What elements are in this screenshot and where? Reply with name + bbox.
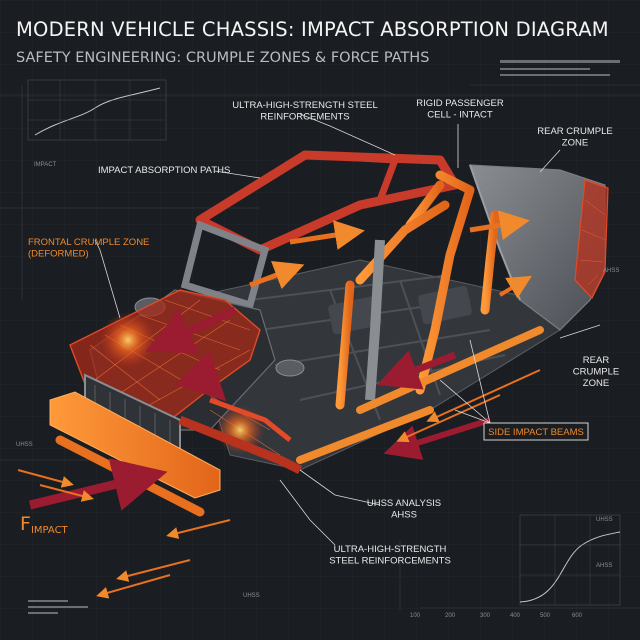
svg-text:AHSS: AHSS — [596, 563, 612, 569]
force-subscript: IMPACT — [30, 525, 68, 536]
label-line: ULTRA-HIGH-STRENGTH — [334, 544, 447, 555]
label-line: REAR CRUMPLE — [537, 126, 613, 137]
front-bumper-beam — [49, 391, 221, 499]
label-line: IMPACT ABSORPTION PATHS — [98, 165, 230, 176]
label-line: FRONTAL CRUMPLE ZONE — [28, 237, 149, 248]
side-impact-beams-box — [483, 422, 589, 441]
label-line: ULTRA-HIGH-STRENGTH STEEL — [232, 100, 378, 111]
leader-lines — [94, 113, 601, 546]
label-line: (DEFORMED) — [28, 249, 89, 260]
scale-bar — [500, 60, 620, 76]
label-line: UHSS ANALYSIS — [367, 498, 441, 509]
force-arrows — [17, 210, 541, 599]
windshield-frame — [180, 220, 270, 310]
label-line: RIGID PASSENGER — [416, 98, 504, 109]
label-line: CELL - INTACT — [427, 110, 493, 121]
label-line: REINFORCEMENTS — [260, 112, 349, 123]
label-frontal-crumple: FRONTAL CRUMPLE ZONE(DEFORMED) — [28, 237, 149, 260]
mini-chart-bottom-right — [519, 514, 621, 606]
page-subtitle: SAFETY ENGINEERING: CRUMPLE ZONES & FORC… — [16, 50, 430, 66]
svg-text:IMPACT: IMPACT — [34, 162, 57, 168]
svg-text:UHSS: UHSS — [16, 442, 33, 448]
svg-text:300: 300 — [480, 613, 491, 619]
label-line: AHSS — [391, 510, 417, 521]
force-impact-label: FIMPACT — [20, 513, 68, 536]
svg-text:UHSS: UHSS — [243, 593, 260, 599]
label-line: ZONE — [562, 138, 588, 149]
background-text: IMPACT UHSS AHSS UHSS AHSS UHSS 100 200 … — [16, 162, 619, 619]
label-absorption-paths: IMPACT ABSORPTION PATHS — [98, 165, 230, 176]
svg-text:500: 500 — [540, 613, 551, 619]
label-line: ZONE — [583, 378, 609, 389]
label-side-impact-beams: SIDE IMPACT BEAMS — [488, 427, 584, 438]
page-title: MODERN VEHICLE CHASSIS: IMPACT ABSORPTIO… — [16, 18, 609, 41]
mini-chart-top-left — [27, 79, 167, 141]
svg-text:600: 600 — [572, 613, 583, 619]
impact-glow-left — [100, 312, 156, 368]
svg-text:400: 400 — [510, 613, 521, 619]
svg-text:200: 200 — [445, 613, 456, 619]
rear-crumple-zone — [574, 179, 609, 300]
svg-text:100: 100 — [410, 613, 421, 619]
legend-bars — [28, 600, 88, 614]
label-line: REAR — [583, 355, 610, 366]
svg-text:AHSS: AHSS — [603, 268, 619, 274]
side-impact-beams — [296, 326, 544, 464]
blueprint-lines — [0, 84, 640, 610]
label-line: CRUMPLE — [573, 367, 619, 378]
label-line: STEEL REINFORCEMENTS — [329, 556, 451, 567]
svg-text:UHSS: UHSS — [596, 517, 613, 523]
force-symbol: F — [20, 513, 31, 535]
